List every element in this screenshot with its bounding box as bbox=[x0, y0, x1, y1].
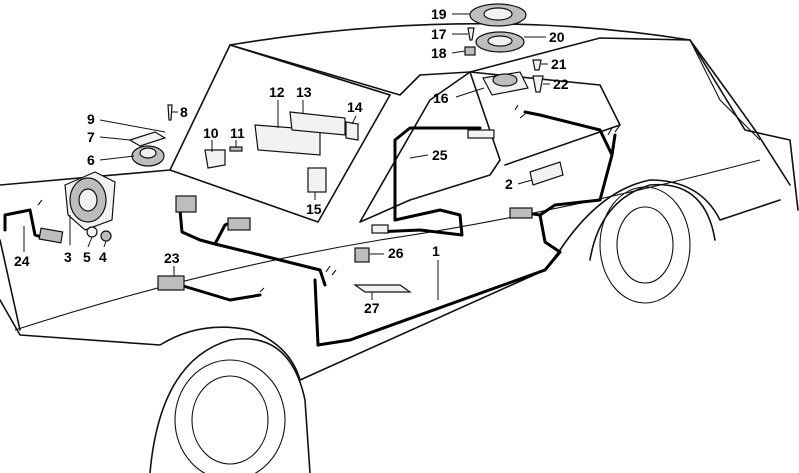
callout-18: 18 bbox=[431, 45, 447, 61]
callout-9: 9 bbox=[87, 111, 95, 127]
grommet-5-4 bbox=[86, 226, 112, 242]
callout-22: 22 bbox=[553, 76, 569, 92]
screw-8 bbox=[167, 104, 173, 121]
wiring-harness bbox=[3, 104, 621, 347]
callout-19: 19 bbox=[431, 6, 447, 22]
callout-14: 14 bbox=[347, 99, 363, 115]
screw-17 bbox=[467, 27, 475, 41]
connectors-front bbox=[175, 195, 251, 231]
antenna-plug bbox=[371, 129, 495, 234]
clip-18 bbox=[464, 46, 476, 56]
cover-7 bbox=[128, 131, 167, 147]
module-15 bbox=[307, 167, 327, 193]
callout-21: 21 bbox=[551, 56, 567, 72]
callout-15: 15 bbox=[306, 201, 322, 217]
rear-speaker-19-20 bbox=[469, 3, 527, 53]
mount-26-27 bbox=[353, 247, 412, 293]
callout-4: 4 bbox=[99, 249, 107, 265]
connector-23 bbox=[157, 275, 185, 291]
callout-labels: 1 2 3 5 4 6 7 8 9 10 11 12 13 14 15 16 1… bbox=[14, 6, 569, 316]
bracket-14 bbox=[345, 121, 359, 141]
callout-17: 17 bbox=[431, 26, 447, 42]
leader-lines bbox=[23, 13, 550, 300]
rear-speaker-16 bbox=[482, 71, 529, 96]
callout-5: 5 bbox=[83, 249, 91, 265]
clip-22 bbox=[532, 75, 544, 93]
bracket-2 bbox=[509, 161, 564, 219]
callout-8: 8 bbox=[180, 104, 188, 120]
radio-holder-12-13 bbox=[254, 111, 346, 156]
callout-16: 16 bbox=[433, 90, 449, 106]
callout-23: 23 bbox=[164, 250, 180, 266]
callout-20: 20 bbox=[549, 29, 565, 45]
connector-24 bbox=[38, 227, 64, 244]
callout-13: 13 bbox=[296, 84, 312, 100]
bracket-10-11 bbox=[204, 146, 243, 169]
callout-1: 1 bbox=[432, 243, 440, 259]
callout-26: 26 bbox=[388, 245, 404, 261]
speaker-3 bbox=[64, 171, 116, 231]
callout-24: 24 bbox=[14, 253, 30, 269]
screw-21 bbox=[532, 59, 542, 71]
callout-27: 27 bbox=[364, 300, 380, 316]
callout-7: 7 bbox=[87, 129, 95, 145]
callout-6: 6 bbox=[87, 152, 95, 168]
speaker-6 bbox=[131, 145, 165, 167]
callout-25: 25 bbox=[432, 147, 448, 163]
callout-3: 3 bbox=[64, 249, 72, 265]
callout-11: 11 bbox=[230, 125, 245, 141]
callout-2: 2 bbox=[505, 176, 513, 192]
callout-12: 12 bbox=[269, 84, 285, 100]
callout-10: 10 bbox=[203, 125, 219, 141]
